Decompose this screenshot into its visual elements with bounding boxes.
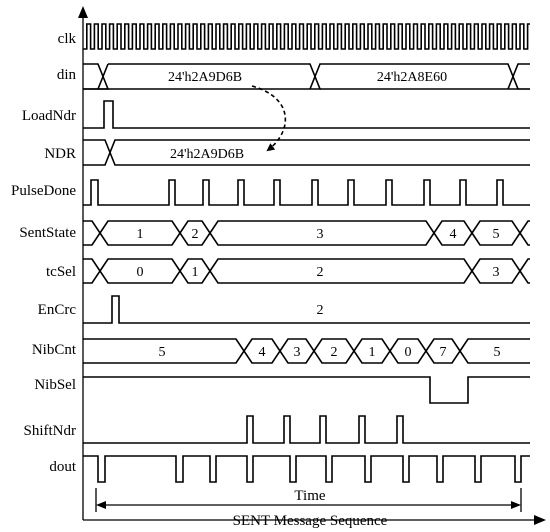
label-ndr: NDR [44, 146, 76, 162]
sentstate-value-1: 1 [137, 227, 144, 242]
sentstate-value-3: 3 [317, 227, 324, 242]
sentstate-bus [83, 220, 530, 246]
shiftndr-waveform [83, 415, 530, 444]
loadndr-waveform [83, 100, 530, 129]
tcsel-value-1: 0 [137, 265, 144, 280]
din-value-2: 24'h2A8E60 [377, 70, 447, 85]
vertical-axis-arrow [78, 6, 88, 18]
sentstate-value-4: 4 [450, 227, 457, 242]
nibcnt-value-8: 5 [494, 345, 501, 360]
nibcnt-value-1: 5 [159, 345, 166, 360]
nibcnt-bus [83, 338, 530, 364]
nibcnt-value-2: 4 [259, 345, 266, 360]
label-tcsel: tcSel [46, 264, 76, 280]
label-nibsel: NibSel [34, 377, 76, 393]
label-encrc: EnCrc [38, 302, 77, 318]
ndr-bus [83, 139, 530, 166]
sentstate-value-5: 5 [493, 227, 500, 242]
ndr-value: 24'h2A9D6B [170, 147, 244, 162]
encrc-value: 2 [317, 303, 324, 318]
tcsel-value-4: 3 [493, 265, 500, 280]
label-loadndr: LoadNdr [22, 108, 76, 124]
nibcnt-value-3: 3 [294, 345, 301, 360]
sentstate-value-2: 2 [192, 227, 199, 242]
label-clk: clk [58, 31, 77, 47]
label-dout: dout [49, 459, 77, 475]
tcsel-bus [83, 258, 530, 284]
din-value-1: 24'h2A9D6B [168, 70, 242, 85]
encrc-waveform [83, 295, 530, 324]
dout-waveform [83, 455, 530, 483]
label-shiftndr: ShiftNdr [24, 423, 77, 439]
label-din: din [57, 67, 77, 83]
nibcnt-value-5: 1 [369, 345, 376, 360]
label-nibcnt: NibCnt [32, 342, 77, 358]
transfer-arrow [251, 85, 287, 152]
caption: SENT Message Sequence [233, 513, 388, 529]
nibcnt-value-4: 2 [331, 345, 338, 360]
span-right-arrow [511, 501, 521, 509]
clk-waveform [83, 23, 530, 50]
label-sentstate: SentState [19, 225, 76, 241]
label-pulsedone: PulseDone [11, 183, 76, 199]
nibcnt-value-7: 7 [440, 345, 447, 360]
horizontal-axis-arrow [534, 515, 546, 525]
nibsel-waveform [83, 376, 530, 404]
nibcnt-value-6: 0 [405, 345, 412, 360]
din-bus [83, 63, 530, 90]
span-left-arrow [96, 501, 106, 509]
pulsedone-waveform [83, 179, 530, 206]
tcsel-value-3: 2 [317, 265, 324, 280]
time-label: Time [294, 488, 325, 504]
tcsel-value-2: 1 [192, 265, 199, 280]
